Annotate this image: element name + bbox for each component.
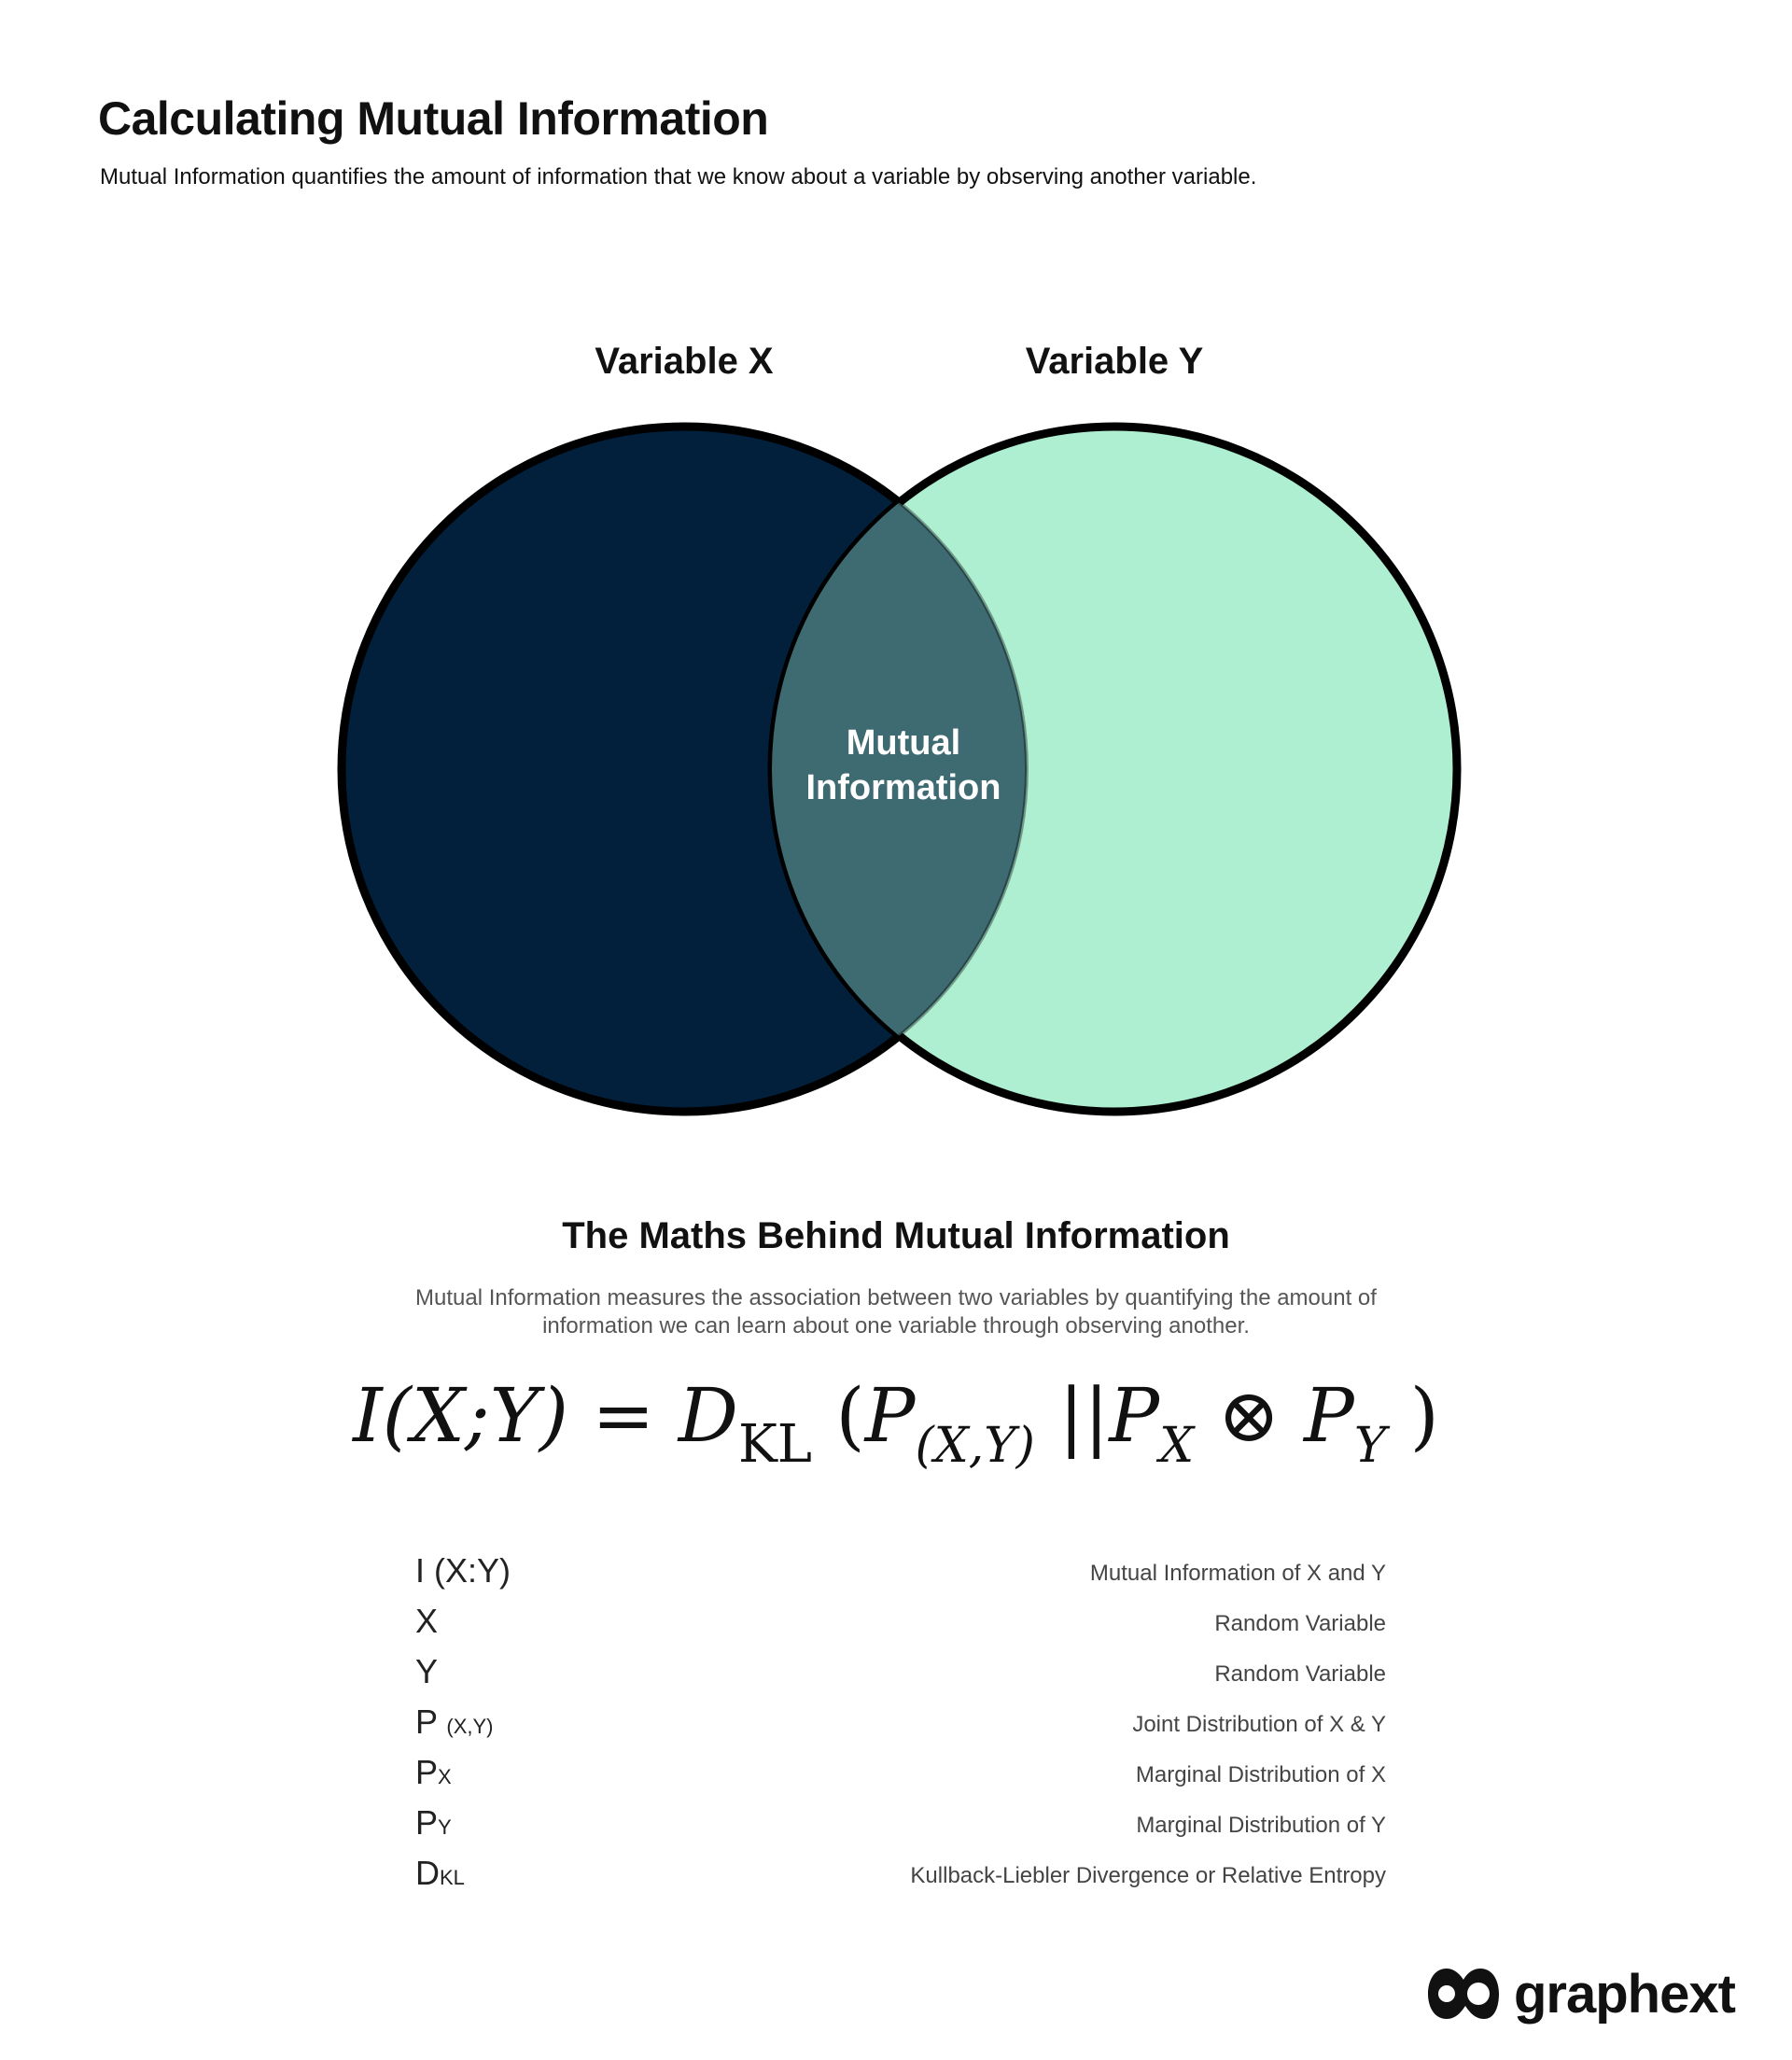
maths-section-description: Mutual Information measures the associat… bbox=[415, 1285, 1377, 1338]
legend-symbol-sub: X bbox=[438, 1765, 452, 1788]
legend-symbol-main: P bbox=[415, 1753, 439, 1791]
legend-row: Y Random Variable bbox=[415, 1652, 1386, 1703]
formula-px-sub: X bbox=[1159, 1418, 1195, 1474]
legend-symbol: P (X,Y) bbox=[415, 1703, 494, 1742]
legend-row: PX Marginal Distribution of X bbox=[415, 1753, 1386, 1803]
formula-otimes: ⊗ bbox=[1217, 1372, 1281, 1459]
formula-close-paren: ) bbox=[1409, 1372, 1439, 1459]
legend-description: Marginal Distribution of X bbox=[1135, 1762, 1386, 1787]
legend-row: I (X:Y) Mutual Information of X and Y bbox=[415, 1551, 1386, 1602]
graphext-logo-icon bbox=[1428, 1969, 1499, 2019]
legend-symbol-main: I (X:Y) bbox=[415, 1551, 511, 1590]
legend-symbol: Y bbox=[415, 1652, 438, 1691]
legend-symbol-sub: KL bbox=[440, 1866, 465, 1889]
venn-diagram: Variable X Variable Y Mutual Information bbox=[337, 341, 1462, 1116]
variable-y-label: Variable Y bbox=[1026, 341, 1204, 382]
legend-symbol-main: X bbox=[415, 1602, 439, 1640]
legend-description: Random Variable bbox=[1214, 1661, 1386, 1687]
legend-description: Random Variable bbox=[1214, 1611, 1386, 1636]
legend-description: Marginal Distribution of Y bbox=[1136, 1813, 1386, 1838]
formula-lhs: I(X;Y) = bbox=[353, 1372, 655, 1459]
legend-row: P (X,Y) Joint Distribution of X & Y bbox=[415, 1703, 1386, 1753]
legend-row: DKL Kullback-Liebler Divergence or Relat… bbox=[415, 1854, 1386, 1904]
legend-symbol-sub: (X,Y) bbox=[446, 1715, 494, 1738]
legend-symbol: DKL bbox=[415, 1854, 465, 1893]
legend-symbol: I (X:Y) bbox=[415, 1551, 511, 1591]
formula-py-sub: Y bbox=[1353, 1418, 1387, 1474]
legend-symbol: X bbox=[415, 1602, 438, 1641]
intersection-label-line1: Mutual bbox=[847, 723, 960, 763]
variable-x-label: Variable X bbox=[595, 341, 774, 382]
legend-symbol-main: P bbox=[415, 1703, 438, 1741]
formula-open-paren: ( bbox=[835, 1372, 865, 1459]
formula-separator: || bbox=[1058, 1372, 1110, 1459]
formula-p-joint: P bbox=[864, 1372, 916, 1459]
variable-x-outline bbox=[340, 425, 1029, 1114]
legend-symbol: PX bbox=[415, 1753, 452, 1792]
intersection-label-line2: Information bbox=[806, 768, 1001, 807]
legend-description: Mutual Information of X and Y bbox=[1089, 1561, 1386, 1586]
legend-row: X Random Variable bbox=[415, 1602, 1386, 1652]
mutual-information-intersection bbox=[772, 427, 1027, 1112]
legend-symbol-main: Y bbox=[415, 1652, 439, 1690]
formula-d-sub: KL bbox=[737, 1414, 812, 1475]
symbol-legend: I (X:Y) Mutual Information of X and Y X … bbox=[415, 1551, 1386, 1904]
legend-symbol-main: P bbox=[415, 1803, 439, 1842]
formula-d: D bbox=[678, 1372, 738, 1459]
legend-symbol-sub: Y bbox=[438, 1815, 452, 1839]
legend-row: PY Marginal Distribution of Y bbox=[415, 1803, 1386, 1854]
page-title: Calculating Mutual Information bbox=[98, 92, 769, 145]
legend-description: Kullback-Liebler Divergence or Relative … bbox=[910, 1863, 1386, 1888]
page-subtitle: Mutual Information quantifies the amount… bbox=[100, 164, 1257, 189]
formula-py: P bbox=[1304, 1372, 1354, 1459]
formula-p-joint-sub: (X,Y) bbox=[915, 1418, 1035, 1474]
legend-symbol: PY bbox=[415, 1803, 452, 1843]
mutual-information-formula: I(X;Y) = DKL (P(X,Y) ||PX ⊗ PY ) bbox=[0, 1372, 1792, 1475]
brand-name: graphext bbox=[1514, 1963, 1736, 2025]
legend-description: Joint Distribution of X & Y bbox=[1132, 1712, 1386, 1737]
legend-symbol-main: D bbox=[415, 1854, 440, 1892]
maths-section-title: The Maths Behind Mutual Information bbox=[562, 1215, 1230, 1256]
brand-footer: graphext bbox=[1426, 1956, 1736, 2031]
formula-px: P bbox=[1109, 1372, 1160, 1459]
